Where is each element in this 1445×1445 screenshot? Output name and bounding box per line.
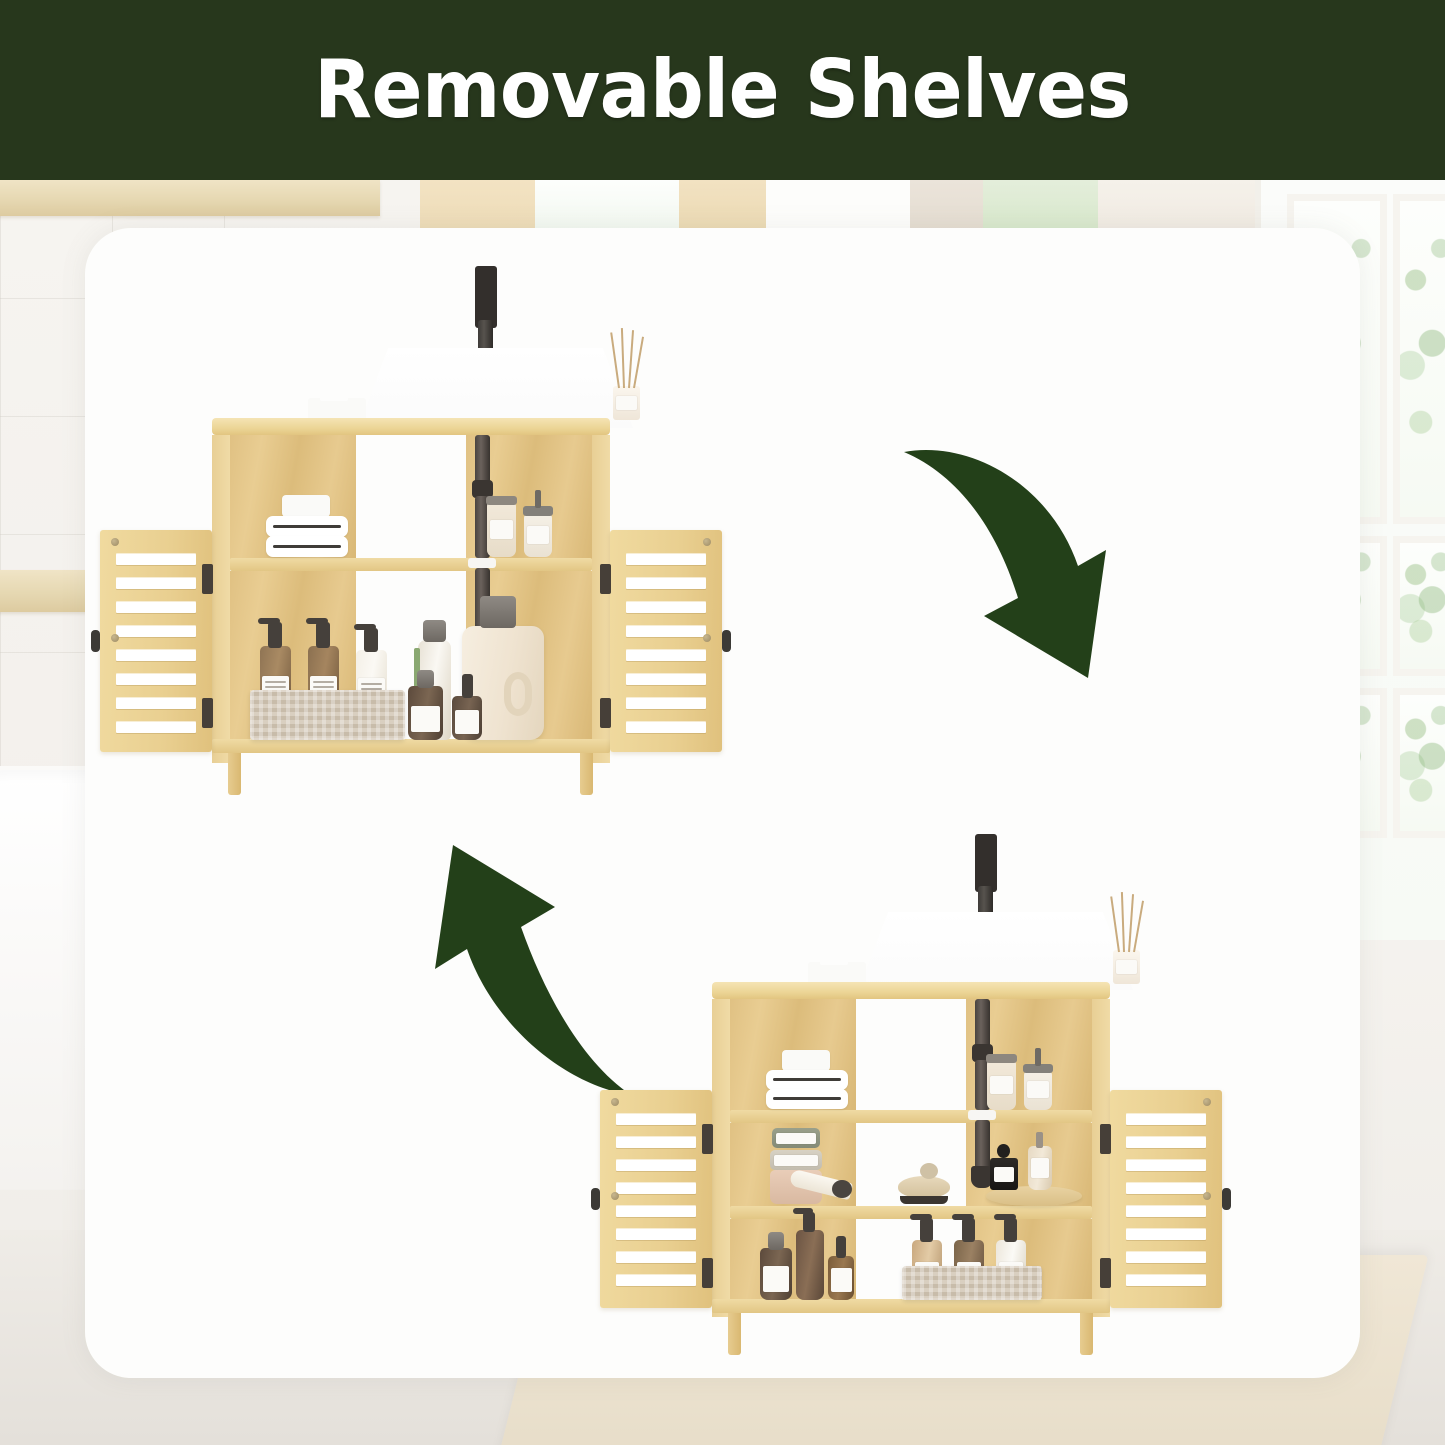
door-hinge — [1100, 1124, 1111, 1154]
header-banner: Removable Shelves — [0, 0, 1445, 180]
cabinet-door-left[interactable] — [91, 530, 212, 752]
wooden-tray — [986, 1186, 1082, 1206]
cabinet-bottom-board — [212, 739, 610, 753]
cabinet-door-right[interactable] — [1110, 1090, 1231, 1308]
wicker-basket — [250, 690, 405, 740]
amber-spray-bottle — [828, 1256, 854, 1300]
reed-diffuser — [613, 386, 640, 420]
cabinet-leg — [1080, 1313, 1093, 1355]
cabinet-left-side — [712, 999, 730, 1317]
drain-pipe — [475, 435, 490, 483]
door-hinge — [600, 698, 611, 728]
cabinet-top-board — [712, 982, 1110, 999]
door-screw — [703, 538, 711, 546]
soap-dish — [808, 962, 866, 984]
door-hinge — [1100, 1258, 1111, 1288]
vessel-sink — [858, 912, 1133, 990]
brown-spray-bottle — [452, 696, 482, 740]
door-screw — [611, 1098, 619, 1106]
amber-pump-bottle — [796, 1230, 824, 1300]
pump-neck — [535, 490, 541, 508]
reed-diffuser — [1113, 950, 1140, 984]
drain-pipe — [975, 1120, 990, 1172]
drain-pipe — [975, 1060, 990, 1110]
cream-jar — [487, 502, 516, 557]
arrow-up-left-icon — [435, 845, 631, 1095]
folded-towel — [766, 1089, 848, 1109]
cabinet-leg — [580, 753, 593, 795]
brown-jar — [760, 1248, 792, 1300]
detergent-cap — [480, 596, 516, 628]
perfume-bottle — [990, 1158, 1018, 1190]
door-knob-left[interactable] — [591, 1188, 600, 1210]
shelf-board-upper — [230, 558, 592, 571]
soap-dispenser-jar — [524, 514, 552, 557]
page-title: Removable Shelves — [314, 43, 1131, 136]
cabinet-door-left[interactable] — [591, 1090, 712, 1308]
pipe-collar — [472, 480, 493, 498]
brown-bottle — [408, 686, 443, 740]
drain-pipe — [475, 496, 490, 558]
soap-dispenser-jar — [1024, 1071, 1052, 1110]
door-knob-right[interactable] — [722, 630, 731, 652]
tall-dropper-bottle — [1028, 1146, 1052, 1190]
cabinet-leg — [228, 753, 241, 795]
cabinet-right-side — [1092, 999, 1110, 1317]
soap-bar — [820, 949, 848, 965]
folded-towel-small — [282, 495, 330, 517]
pipe-grommet — [968, 1110, 996, 1120]
brush-handle — [832, 1180, 852, 1198]
window-pane — [1393, 688, 1445, 838]
door-screw — [111, 634, 119, 642]
product-cabinet-three-shelf — [591, 828, 1330, 1355]
drain-pipe — [975, 999, 990, 1047]
door-hinge — [702, 1258, 713, 1288]
shelf-board-upper — [730, 1110, 1092, 1123]
cabinet-top-board — [212, 418, 610, 435]
door-hinge — [202, 698, 213, 728]
door-knob-left[interactable] — [91, 630, 100, 652]
door-hinge — [702, 1124, 713, 1154]
door-screw — [1203, 1098, 1211, 1106]
door-knob-right[interactable] — [1222, 1188, 1231, 1210]
faucet-head — [475, 266, 497, 328]
body-brush — [898, 1176, 950, 1198]
faucet-head — [975, 834, 997, 892]
cabinet-left-side — [212, 435, 230, 763]
door-screw — [703, 634, 711, 642]
arrow-down-right-icon — [904, 450, 1106, 678]
folded-towel-small — [782, 1050, 830, 1071]
stacked-tin — [770, 1150, 822, 1170]
pipe-elbow — [971, 1166, 993, 1188]
stacked-tin — [772, 1128, 820, 1148]
door-screw — [1203, 1192, 1211, 1200]
cabinet-door-right[interactable] — [610, 530, 731, 752]
vessel-sink — [358, 348, 633, 428]
door-hinge — [600, 564, 611, 594]
cabinet-right-side — [592, 435, 610, 763]
wood-beam-upper — [0, 180, 380, 216]
window-pane — [1393, 536, 1445, 676]
pump-head — [268, 622, 282, 648]
folded-towel — [766, 1070, 848, 1090]
folded-towel — [266, 516, 348, 537]
door-hinge — [202, 564, 213, 594]
cabinet-bottom-board — [712, 1299, 1110, 1313]
cabinet-leg — [728, 1313, 741, 1355]
body-brush-bristles — [900, 1196, 948, 1204]
perfume-cap — [997, 1144, 1010, 1158]
window-pane — [1393, 194, 1445, 524]
door-screw — [111, 538, 119, 546]
door-screw — [611, 1192, 619, 1200]
product-cabinet-two-shelf — [91, 258, 830, 798]
soap-dish — [308, 398, 366, 420]
folded-towel — [266, 536, 348, 557]
wicker-basket — [902, 1266, 1042, 1300]
bottle-cap — [423, 620, 446, 642]
pipe-grommet — [468, 558, 496, 568]
jar-lid — [486, 496, 517, 505]
brush-knob — [920, 1163, 938, 1179]
soap-bar — [320, 385, 348, 401]
cream-jar — [987, 1060, 1016, 1110]
